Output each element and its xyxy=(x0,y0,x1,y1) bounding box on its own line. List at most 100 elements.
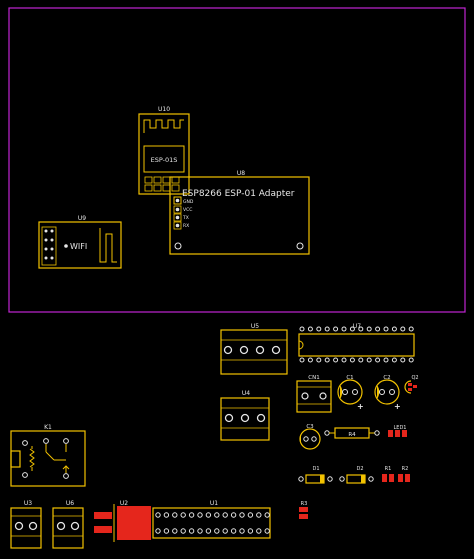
r2-designator: R2 xyxy=(402,466,409,472)
u7-pin xyxy=(307,357,313,363)
k1-designator: K1 xyxy=(44,424,52,431)
u8-pin-label-vcc: VCC xyxy=(183,207,192,213)
u6-screw-terminal[interactable]: U6 xyxy=(52,500,84,549)
u4-outline xyxy=(220,397,270,441)
u1-pin xyxy=(172,528,178,534)
cn1-designator: CN1 xyxy=(308,375,319,381)
u7-pin xyxy=(316,357,322,363)
c3-polarity-band xyxy=(299,434,301,444)
u7-pin xyxy=(299,326,305,332)
u1-pin xyxy=(264,528,270,534)
d2-diode[interactable]: D2 xyxy=(339,466,374,484)
r4-resistor[interactable]: R4 xyxy=(324,427,380,439)
led1-designator: LED1 xyxy=(394,425,407,431)
u7-pin xyxy=(400,357,406,363)
r3-designator: R3 xyxy=(301,501,308,507)
q2-designator: Q2 xyxy=(411,375,418,381)
u8-title: ESP8266 ESP-01 Adapter xyxy=(182,189,295,199)
u1-designator: U1 xyxy=(210,500,218,507)
u1-pin xyxy=(222,528,228,534)
u1-pin xyxy=(205,528,212,534)
u7-pin xyxy=(391,326,397,332)
u7-pin xyxy=(324,326,330,332)
u7-pin xyxy=(366,357,372,363)
cn1-connector[interactable]: CN1 xyxy=(296,375,332,413)
k1-relay[interactable]: K1 xyxy=(10,424,86,487)
u1-pin xyxy=(239,512,245,518)
u3-screw-terminal[interactable]: U3 xyxy=(10,500,42,549)
u1-pin xyxy=(214,528,220,534)
u8-designator: U8 xyxy=(237,170,245,177)
u5-outline xyxy=(220,329,288,375)
u7-pin xyxy=(324,357,330,363)
u7-pin xyxy=(358,357,364,363)
u1-pin xyxy=(239,528,245,534)
u7-pin xyxy=(408,357,414,363)
u10-designator: U10 xyxy=(158,106,170,113)
u8-esp01-adapter[interactable]: U8 ESP8266 ESP-01 Adapter GND VCC TX RX xyxy=(169,170,310,255)
q2-outline xyxy=(404,380,412,394)
u1-pin xyxy=(247,512,254,518)
u7-outline xyxy=(298,333,415,357)
u1-pin xyxy=(188,528,195,534)
r1-designator: R1 xyxy=(385,466,392,472)
u7-pin xyxy=(316,326,322,332)
u9-antenna-trace xyxy=(99,228,117,263)
u7-dip-ic[interactable]: U7 xyxy=(298,323,415,363)
u7-pin xyxy=(358,326,364,332)
u9-wifi-module[interactable]: U9 WIFI xyxy=(38,215,122,269)
c2-electrolytic-capacitor[interactable]: C2 + xyxy=(374,375,401,411)
c2-designator: C2 xyxy=(383,375,390,381)
u4-screw-terminal[interactable]: U4 xyxy=(220,390,270,441)
d2-designator: D2 xyxy=(356,466,363,472)
u1-outline xyxy=(152,507,271,539)
u7-pin xyxy=(349,326,355,332)
u9-outline xyxy=(38,221,122,269)
r2-smd-resistor[interactable]: R2 xyxy=(398,466,410,482)
u7-pins xyxy=(299,326,414,363)
c1-designator: C1 xyxy=(346,375,353,381)
c3-electrolytic-capacitor[interactable]: C3 xyxy=(299,424,321,450)
u8-pin-header xyxy=(173,196,182,230)
u2-smd-regulator[interactable]: U2 xyxy=(94,500,151,542)
u2-tab-pad xyxy=(117,506,151,540)
q2-transistor[interactable]: Q2 xyxy=(404,375,419,394)
u1-pin xyxy=(155,512,161,518)
u6-outline xyxy=(52,507,84,549)
r1-smd-resistor[interactable]: R1 xyxy=(382,466,394,482)
u7-pin xyxy=(375,326,381,332)
u1-pin xyxy=(180,512,186,518)
u7-pin xyxy=(349,357,355,363)
c3-designator: C3 xyxy=(306,424,314,430)
board-outline[interactable] xyxy=(8,7,466,313)
u7-pin xyxy=(299,357,305,363)
d1-designator: D1 xyxy=(312,466,319,472)
u7-pin xyxy=(408,326,414,332)
u1-pin xyxy=(155,528,161,534)
r3-smd-resistor[interactable]: R3 xyxy=(299,501,308,519)
r4-designator: R4 xyxy=(348,432,356,438)
u1-pin xyxy=(264,512,270,518)
c1-electrolytic-capacitor[interactable]: C1 + xyxy=(337,375,364,411)
u7-pin xyxy=(333,326,339,332)
u1-pin xyxy=(247,528,254,534)
cn1-pad-2 xyxy=(319,392,327,400)
c1-plus-mark: + xyxy=(357,402,364,411)
u5-screw-terminal[interactable]: U5 xyxy=(220,323,288,375)
u4-pads xyxy=(224,413,266,423)
u7-pin xyxy=(400,326,406,332)
led1-smd-led[interactable]: LED1 xyxy=(388,425,407,437)
u1-pin xyxy=(163,512,170,518)
u7-pin xyxy=(307,326,313,332)
c1-polarity-band xyxy=(340,385,343,399)
u6-designator: U6 xyxy=(66,500,74,507)
u10-chip-label: ESP-01S xyxy=(151,156,178,164)
u8-pin-label-rx: RX xyxy=(183,223,189,229)
d1-diode[interactable]: D1 xyxy=(298,466,333,484)
u5-pads xyxy=(223,345,281,355)
u1-pin xyxy=(230,512,237,518)
u1-pin xyxy=(180,528,186,534)
u1-pin-header[interactable]: U1 xyxy=(152,500,271,539)
